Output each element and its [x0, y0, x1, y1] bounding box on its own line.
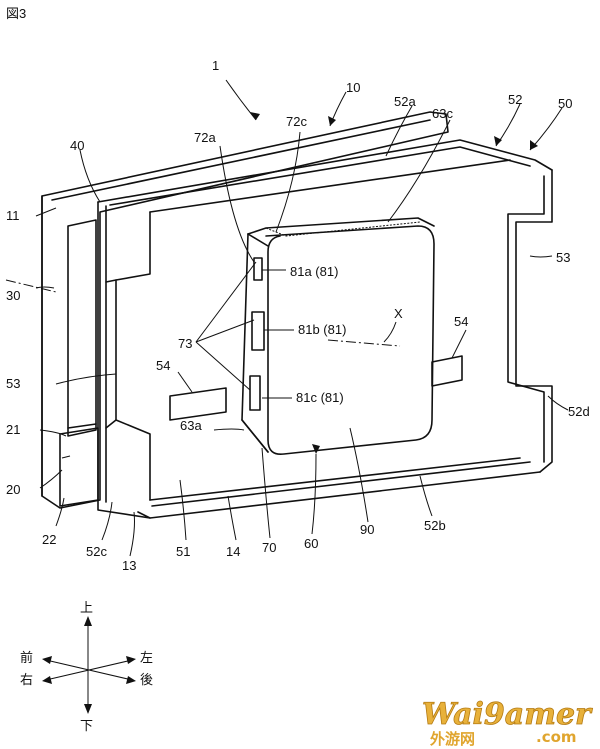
dir-back: 後 [140, 672, 153, 687]
label-70: 70 [262, 540, 276, 555]
watermark-brand: Wai9amer [422, 697, 593, 732]
label-81c: 81c (81) [296, 390, 344, 405]
axis-x [327, 339, 401, 347]
label-52d: 52d [568, 404, 590, 419]
connector-20 [59, 423, 99, 507]
label-81a: 81a (81) [290, 264, 338, 279]
label-10: 10 [346, 80, 360, 95]
leader-lines [35, 79, 569, 557]
label-54-left: 54 [156, 358, 170, 373]
label-40: 40 [70, 138, 84, 153]
label-73: 73 [178, 336, 192, 351]
dir-down: 下 [80, 718, 93, 733]
label-81b: 81b (81) [298, 322, 346, 337]
label-53-right: 53 [556, 250, 570, 265]
watermark-cn: 外游网 [429, 730, 475, 748]
label-20: 20 [6, 482, 20, 497]
label-60: 60 [304, 536, 318, 551]
label-11: 11 [6, 208, 20, 223]
label-54-right: 54 [454, 314, 468, 329]
watermark-domain: .com [536, 728, 577, 746]
adapter-module [241, 217, 435, 456]
plate-54 [169, 355, 463, 421]
reference-labels: 1 10 52a 52 50 72a 72c 63c 40 11 30 53 5… [6, 58, 590, 573]
dir-up: 上 [80, 600, 93, 615]
label-53-left: 53 [6, 376, 20, 391]
label-1: 1 [212, 58, 219, 73]
label-52: 52 [508, 92, 522, 107]
label-63c: 63c [432, 106, 453, 121]
label-x: X [394, 306, 403, 321]
label-72c: 72c [286, 114, 307, 129]
leader-arrows [250, 112, 538, 454]
figure-label: 図3 [6, 6, 26, 21]
outer-frame [41, 111, 449, 509]
direction-indicator: 上 下 前 右 左 後 [20, 600, 153, 733]
label-30: 30 [6, 288, 20, 303]
label-13: 13 [122, 558, 136, 573]
label-90: 90 [360, 522, 374, 537]
label-21: 21 [6, 422, 20, 437]
axis-30 [5, 279, 57, 293]
label-52c: 52c [86, 544, 107, 559]
label-72a: 72a [194, 130, 216, 145]
dir-right: 右 [20, 672, 33, 687]
label-52b: 52b [424, 518, 446, 533]
dir-left: 左 [140, 650, 153, 665]
label-63a: 63a [180, 418, 202, 433]
watermark: Wai9amer .com 外游网 [422, 697, 594, 748]
label-52a: 52a [394, 94, 416, 109]
label-14: 14 [226, 544, 240, 559]
label-51: 51 [176, 544, 190, 559]
label-22: 22 [42, 532, 56, 547]
label-50: 50 [558, 96, 572, 111]
dir-front: 前 [20, 650, 33, 665]
